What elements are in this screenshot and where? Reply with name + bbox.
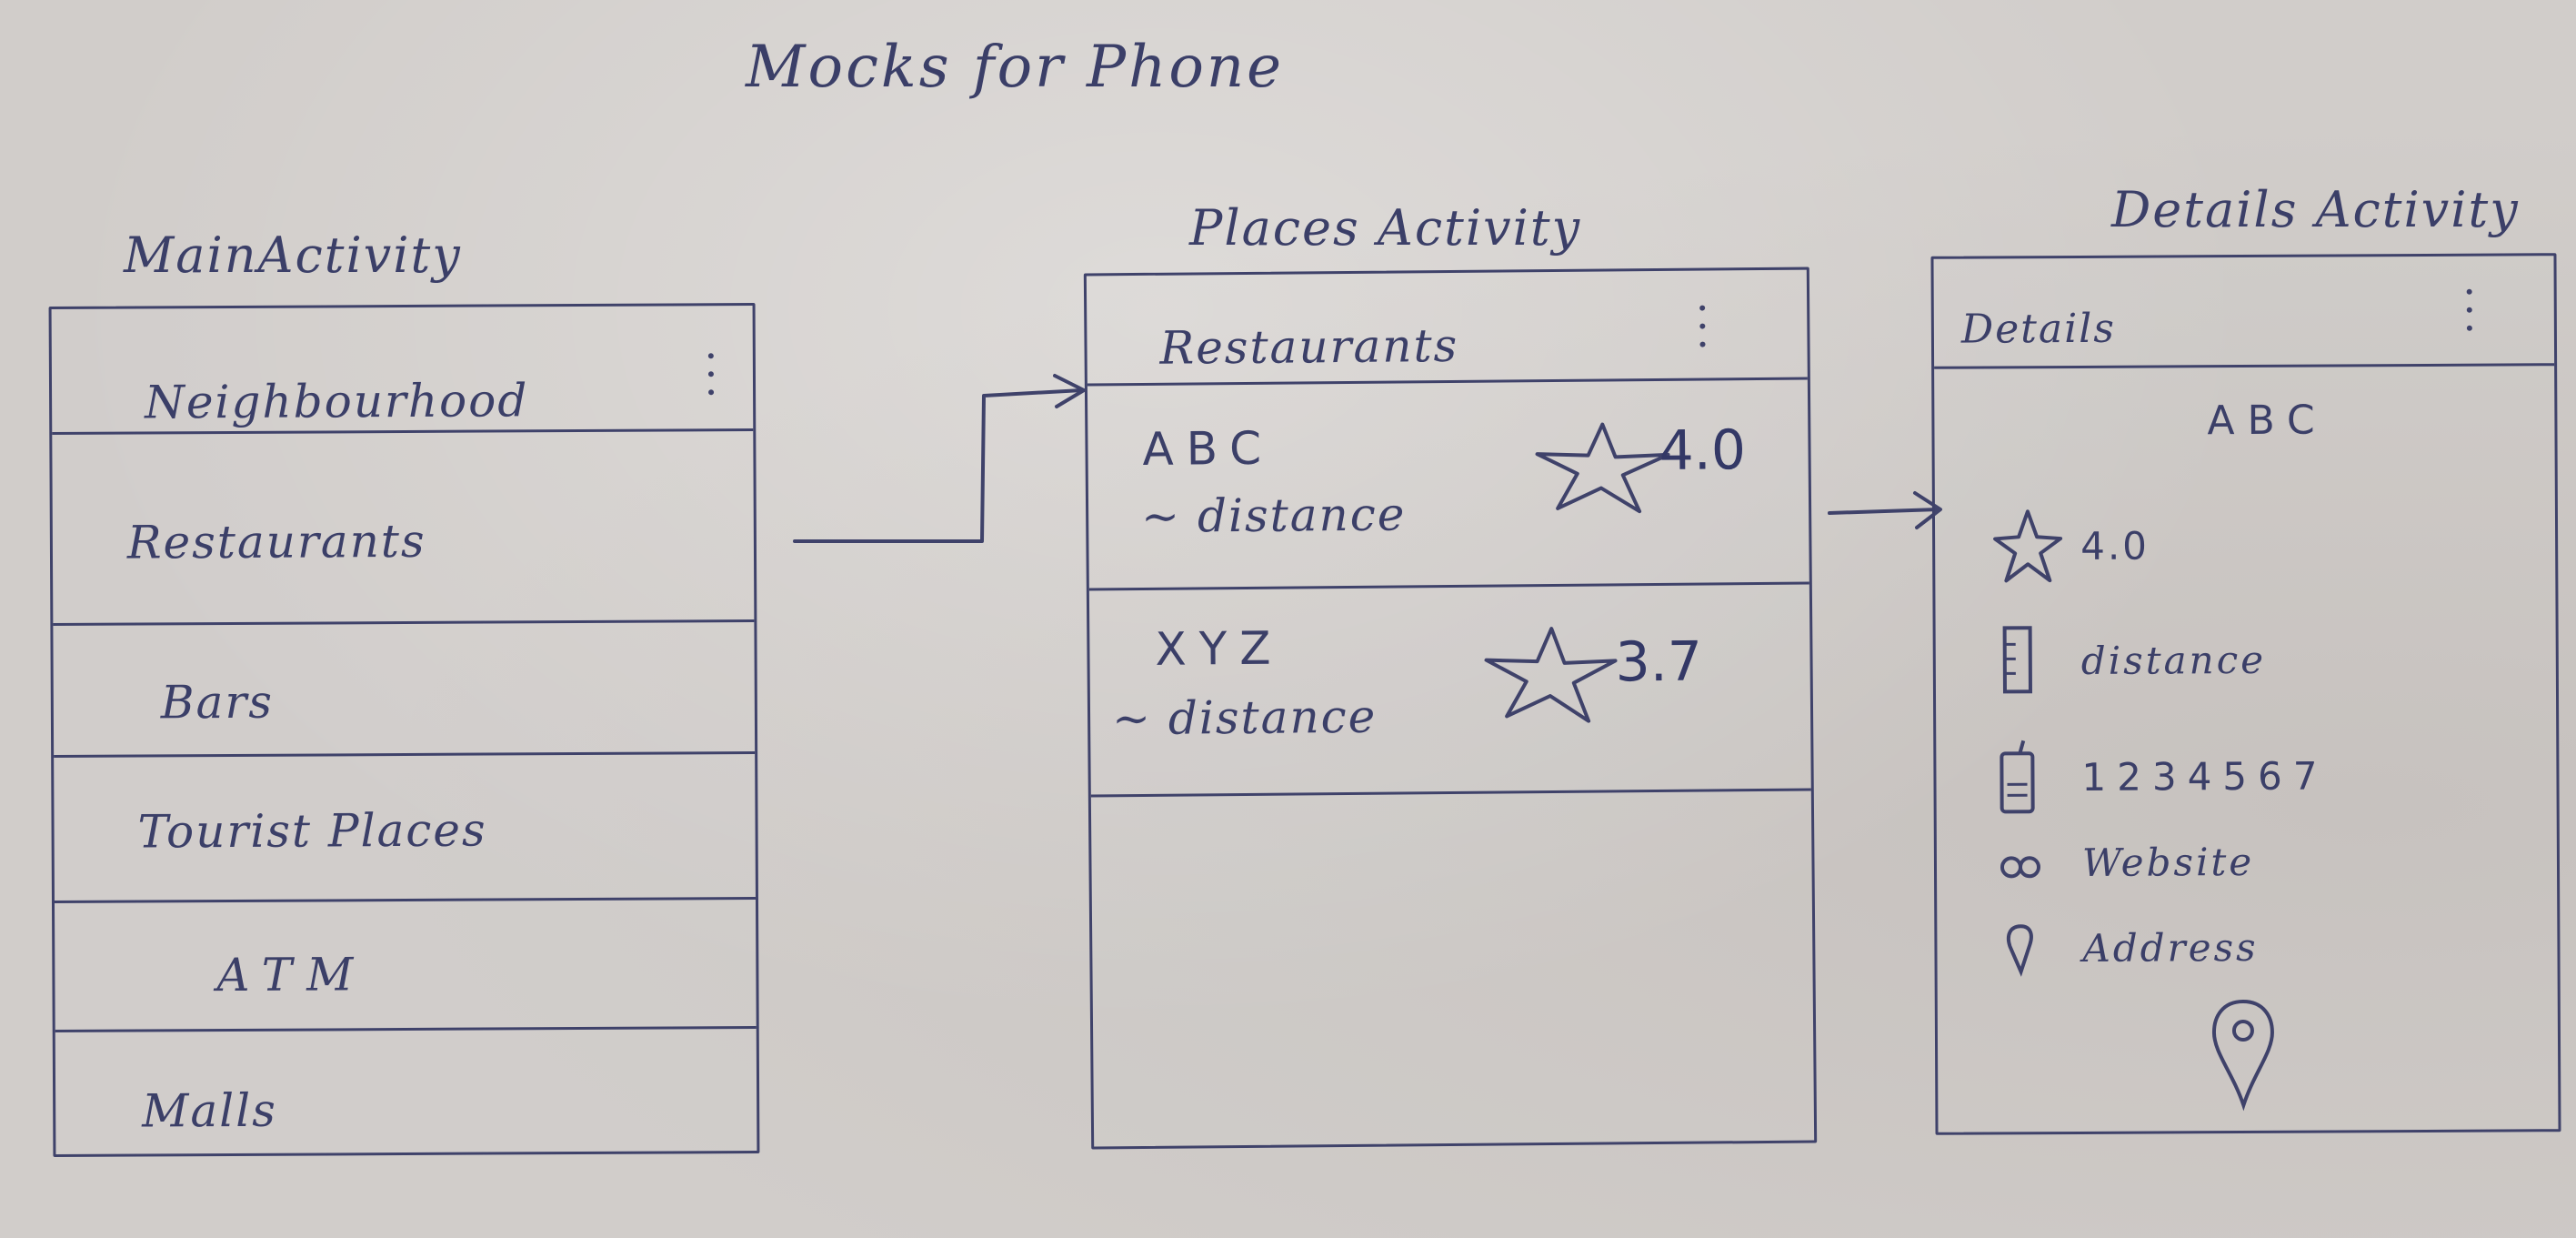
details-distance: distance [2080, 637, 2267, 683]
pin-icon [2006, 924, 2033, 977]
place-distance: ~ distance [1111, 689, 1378, 746]
star-icon [1535, 422, 1670, 514]
place-distance: ~ distance [1140, 488, 1407, 543]
list-item-malls[interactable]: Malls [142, 1083, 277, 1138]
row-divider [1090, 788, 1811, 798]
list-item-restaurants[interactable]: Restaurants [126, 514, 426, 569]
row-divider [52, 428, 754, 436]
details-phone[interactable]: 1234567 [2081, 753, 2329, 800]
star-icon [1993, 509, 2063, 583]
ruler-icon [2002, 626, 2032, 694]
place-rating: 4.0 [1659, 418, 1747, 483]
navigation-arrow-icon [793, 374, 1086, 543]
list-item-bars[interactable]: Bars [160, 675, 275, 730]
details-address[interactable]: Address [2082, 924, 2259, 971]
overflow-menu-icon[interactable] [1698, 305, 1708, 369]
main-activity-label: MainActivity [124, 226, 462, 284]
details-rating: 4.0 [2080, 523, 2150, 569]
list-item-atm[interactable]: ATM [216, 948, 368, 1002]
phone-icon[interactable] [1996, 739, 2041, 817]
details-website[interactable]: Website [2081, 839, 2255, 885]
row-divider [1934, 363, 2555, 369]
places-activity-screen: Restaurants ABC ~ distance 4.0 XYZ ~ dis… [1083, 267, 1818, 1150]
overflow-menu-icon[interactable] [707, 353, 716, 417]
list-item-tourist-places[interactable]: Tourist Places [137, 803, 487, 859]
details-header-title: Details [1960, 305, 2116, 353]
star-icon [1484, 627, 1618, 723]
place-name[interactable]: ABC [1142, 421, 1275, 476]
row-divider [53, 619, 755, 627]
overflow-menu-icon[interactable] [2465, 288, 2474, 353]
main-activity-screen: Neighbourhood Restaurants Bars Tourist P… [48, 302, 760, 1158]
row-divider [1088, 581, 1809, 591]
row-divider [54, 750, 756, 759]
places-activity-label: Places Activity [1189, 199, 1582, 257]
row-divider [54, 896, 756, 904]
place-name[interactable]: XYZ [1155, 621, 1284, 676]
details-activity-screen: Details ABC 4.0 distance 1234567 Website… [1930, 253, 2561, 1135]
details-activity-label: Details Activity [2111, 181, 2520, 238]
row-divider [1087, 377, 1808, 387]
sketch-title: Mocks for Phone [746, 34, 1284, 101]
link-icon[interactable] [1997, 853, 2051, 881]
place-name: ABC [2207, 397, 2328, 445]
row-divider [55, 1025, 757, 1033]
neighbourhood-title: Neighbourhood [144, 374, 529, 429]
places-header-title: Restaurants [1159, 318, 1459, 375]
place-rating: 3.7 [1615, 629, 1703, 695]
map-pin-icon[interactable] [2207, 996, 2280, 1114]
navigation-arrow-icon [1828, 491, 1942, 529]
